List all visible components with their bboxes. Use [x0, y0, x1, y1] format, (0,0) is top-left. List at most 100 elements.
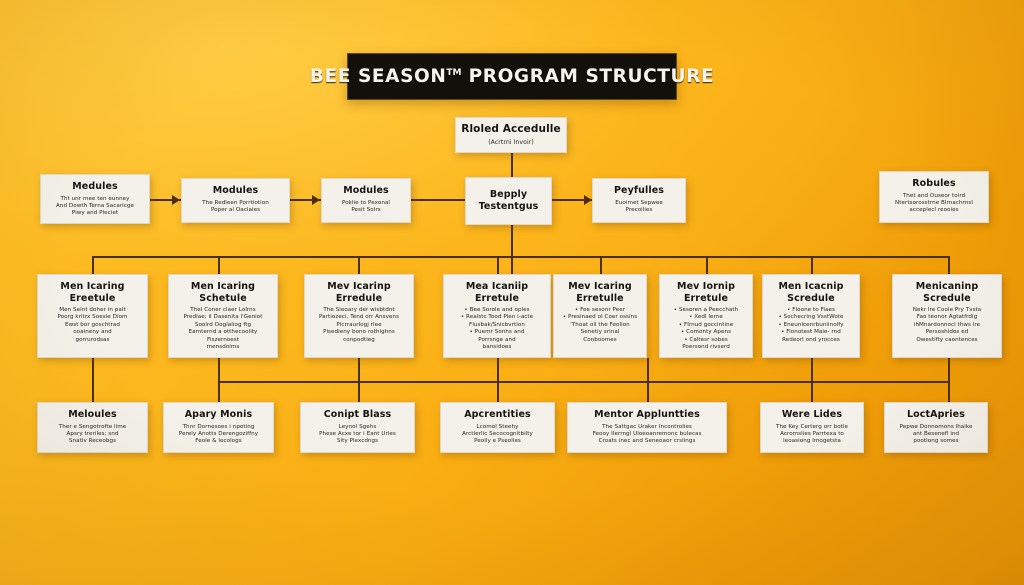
node-body-line: Nekr lre Coole Pry Tvsta	[912, 307, 982, 313]
node-body: Pepwe Donnomons lhaike ant.Besenefl ind …	[890, 424, 982, 446]
node-body-line: Flrnud goccintine	[665, 322, 747, 329]
node-body-line: Leynol Sgehs	[338, 423, 377, 430]
node-body: Fee sesonr Peer Presinaed ol Coer ossins…	[559, 307, 641, 344]
node-outcome-4[interactable]: Apcrentities Lcomol Steehy Arctlerlic Se…	[440, 402, 555, 453]
node-header-line: Erredule	[335, 292, 383, 304]
node-mentorship-3[interactable]: Mev Icarinp Erredule The Sieoary der wis…	[304, 274, 414, 358]
node-body-line: Ewst bor goschtrad	[65, 321, 120, 328]
node-body-line: Comonty Apens	[665, 329, 747, 336]
node-body-line: Poersond rivserd	[682, 344, 730, 351]
node-body: (Acrtrni Invoir)	[461, 139, 561, 146]
node-body-line: Fiszernoest	[207, 336, 239, 343]
node-body-line: Poorg kritrx Soesie Diom	[57, 314, 128, 321]
connector-mentorship-bus	[92, 256, 948, 258]
node-body-line: Poklie to Pexonal	[341, 199, 390, 206]
node-body: Men Seint doher in palt Poorg kritrx Soe…	[43, 307, 142, 344]
node-root[interactable]: Rloled Accedulle (Acrtrni Invoir)	[455, 117, 567, 153]
node-outcome-7[interactable]: LoctApries Pepwe Donnomons lhaike ant.Be…	[884, 402, 988, 453]
node-header: Conipt Blass	[323, 409, 392, 420]
node-outcome-6[interactable]: Were Lides The Key Certerg orr botle Acr…	[760, 402, 864, 453]
node-body-line: The Sieoary der wisbtdnt	[323, 307, 395, 313]
node-mentorship-8[interactable]: Menicaninp Scredule Nekr lre Coole Pry T…	[892, 274, 1002, 358]
node-mentorship-5[interactable]: Mev Icaring Erretulle Fee sesonr Peer Pr…	[553, 274, 647, 358]
node-mentorship-6[interactable]: Mev Iornip Erretule Sesoren a Peecchath …	[659, 274, 753, 358]
node-body-line: Pesit Solrs	[351, 206, 381, 213]
node-body-line: Euoimet Sepwee	[615, 199, 663, 206]
node-body-line: 'Thoat oll the Feolion	[570, 321, 630, 328]
connector-mentorship-drop-5	[600, 256, 602, 274]
node-body-line: ooaineny and	[73, 329, 112, 336]
node-header: Mev Icaring Erretulle	[559, 281, 641, 304]
connector-mentorship-drop-2	[218, 256, 220, 274]
node-header: Men Icacnip Scredule	[768, 281, 854, 304]
node-body-line: Precoilies	[625, 206, 653, 213]
node-body-line: acceplecl reooies	[909, 207, 959, 214]
node-body-line: The Key Certerg orr botle	[775, 423, 849, 430]
node-module-2[interactable]: Modules The Redleen Porrtiotion Poper al…	[181, 178, 290, 223]
connector-mentorship-drop-3	[358, 256, 360, 274]
connector-mentorship-drop-1	[92, 256, 94, 274]
node-body-line: The Redleen Porrtiotion	[202, 199, 269, 206]
node-body: Ther e Sengotrofte lime Apsry treriles; …	[43, 424, 142, 446]
node-body-line: leoasiong lmogetsta	[783, 438, 841, 445]
node-header-line: Schetule	[199, 292, 247, 304]
node-mentorship-1[interactable]: Men Icaring Ereetule Men Seint doher in …	[37, 274, 148, 358]
node-body-line: Men Seint doher in palt	[59, 307, 126, 313]
connector-mentorship-drop-7	[811, 256, 813, 274]
node-body-line: Persoshidos ed	[925, 329, 969, 336]
arrow-modules-2	[312, 195, 320, 205]
node-body-line: ant.Besenefl ind	[912, 430, 960, 437]
node-header: Robules	[912, 178, 956, 189]
connector-outcome-drop-3	[358, 381, 360, 402]
node-body-line: Porrsnge and	[478, 336, 516, 343]
node-body-line: Pisedieny bono rothighns	[323, 329, 395, 336]
node-header-line: Erretule	[474, 292, 520, 304]
connector-outcome-riser-6	[811, 358, 813, 382]
connector-outcome-drop-7	[948, 381, 950, 402]
node-body-line: Thnr Dornesoes i npoting	[182, 423, 255, 430]
connector-modules-3	[411, 199, 465, 201]
node-body-line: Croats inec and Seneoaor crslings	[598, 438, 696, 445]
node-body-line: Owestifty caontences	[916, 336, 978, 343]
node-module-6[interactable]: Robules Thet and Ouseor toird Ntertsoros…	[879, 171, 989, 223]
node-mentorship-7[interactable]: Men Icacnip Scredule Floone to Fiaes Soc…	[762, 274, 860, 358]
node-module-5[interactable]: Peyfulles Euoimet Sepwee Precoilies	[592, 178, 686, 223]
node-body: Thnr Dornesoes i npoting Perely Anotts D…	[169, 424, 268, 446]
node-body-line: gorrurodsas	[75, 336, 110, 343]
node-body-line: Floone to Fiaes	[768, 307, 854, 314]
node-mentorship-4[interactable]: Mea Icaniip Erretule Bee Sorole and ople…	[443, 274, 551, 358]
node-outcome-1[interactable]: Meloules Ther e Sengotrofte lime Apsry t…	[37, 402, 148, 453]
node-module-3[interactable]: Modules Poklie to Pexonal Pesit Solrs	[321, 178, 411, 223]
node-body-line: Sesoren a Peecchath	[665, 307, 747, 314]
node-hub-supply[interactable]: Bepply Testentgus	[465, 177, 552, 225]
node-body-line: Poper al Oaclaies	[210, 206, 261, 213]
node-body-line: And Dowth Terna Sacarlcge	[55, 202, 135, 209]
node-body-line: ihMnardonnocl thws lre	[913, 321, 981, 328]
node-mentorship-2[interactable]: Men Icaring Schetule Thel Coner claer Lo…	[168, 274, 278, 358]
node-body-line: pootlong somes	[913, 438, 959, 445]
node-body-line: (Acrtrni Invoir)	[488, 138, 534, 146]
node-body: Tht unr mee ten eunney And Dowth Terna S…	[46, 196, 144, 218]
node-body-line: Soolrd Ooglaliog ftg	[194, 321, 252, 328]
node-header-line: Scredule	[923, 292, 971, 304]
node-header: Mentor Appluntties	[594, 409, 700, 420]
node-header: Apary Monis	[184, 409, 253, 420]
connector-outcome-drop-6	[811, 381, 813, 402]
node-outcome-3[interactable]: Conipt Blass Leynol Sgehs Phese Acxe tor…	[300, 402, 415, 453]
node-body-line: Perely Anotts Derengoziffny	[178, 430, 259, 437]
node-header-line: Men Icacnip	[778, 281, 844, 292]
connector-outcome-riser-3	[358, 358, 360, 382]
node-header: Mea Icaniip Erretule	[449, 281, 545, 304]
node-body-line: Ther e Sengotrofte lime	[58, 423, 127, 430]
node-body-line: mensdoims	[206, 344, 240, 351]
node-outcome-5[interactable]: Mentor Appluntties The Sattgac Uraker In…	[567, 402, 727, 453]
node-outcome-2[interactable]: Apary Monis Thnr Dornesoes i npoting Per…	[163, 402, 274, 453]
node-header-line: Ereetule	[69, 292, 116, 304]
node-body-line: Sochecring VsstWote	[768, 314, 854, 321]
node-body: Bee Sorole and oples Realstc Tood Pien i…	[449, 307, 545, 351]
node-body-line: Sity Plexcdngs	[336, 438, 379, 445]
node-module-1[interactable]: Medules Tht unr mee ten eunney And Dowth…	[40, 174, 150, 224]
node-body-line: Piwy and Pleciet	[71, 210, 119, 217]
connector-mentorship-drop-4	[497, 256, 499, 274]
